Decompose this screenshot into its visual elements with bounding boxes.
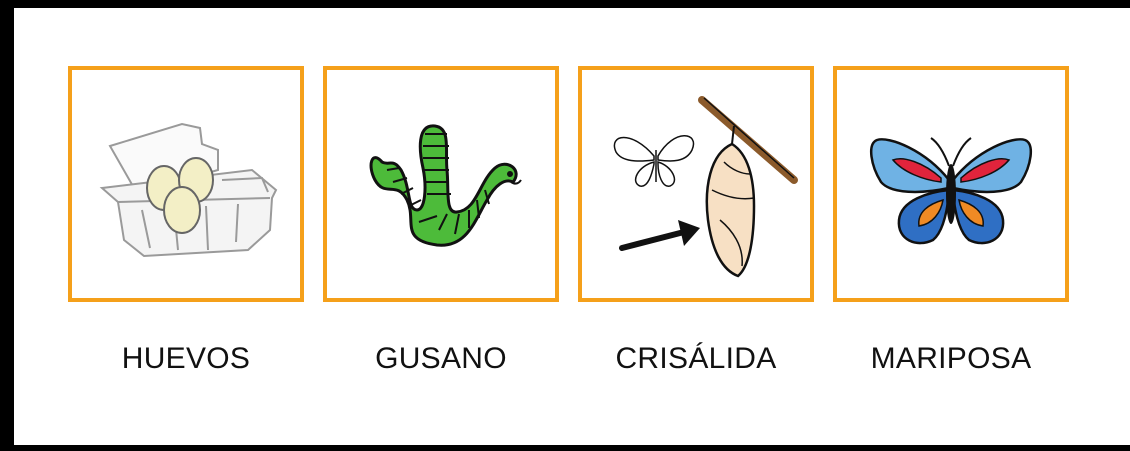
- label-mariposa: MARIPOSA: [870, 342, 1032, 375]
- lifecycle-sheet: HUEVOS GUSANO CRISÁLIDA MARIPOSA: [14, 8, 1130, 445]
- card-gusano: [323, 66, 559, 302]
- card-crisalida: [578, 66, 814, 302]
- butterfly-icon: [869, 137, 1033, 245]
- card-huevos: [68, 66, 304, 302]
- card-mariposa: [833, 66, 1069, 302]
- chrysalis-icon: [613, 96, 798, 278]
- label-huevos: HUEVOS: [121, 342, 251, 375]
- egg-carton-icon: [99, 122, 278, 258]
- label-crisalida: CRISÁLIDA: [615, 342, 777, 375]
- worm-icon: [369, 124, 522, 247]
- label-gusano: GUSANO: [375, 342, 507, 375]
